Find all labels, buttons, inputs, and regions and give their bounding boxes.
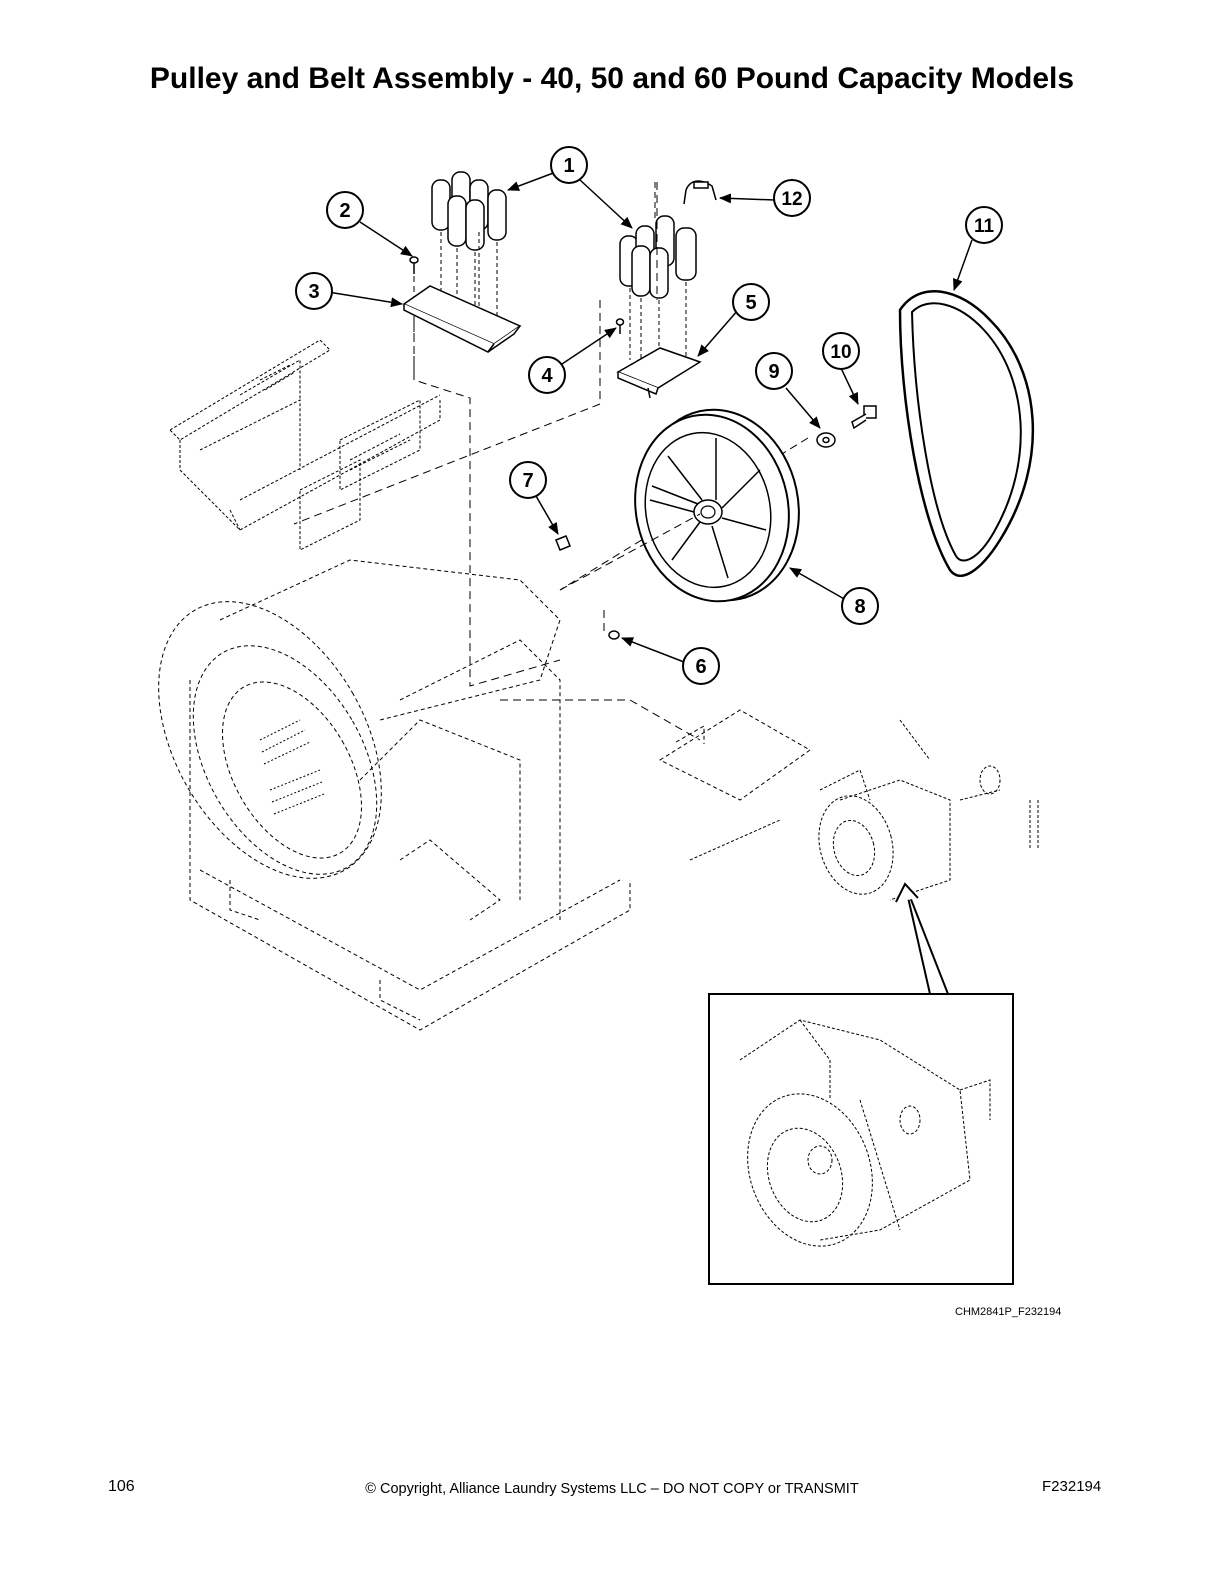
capacitor-bank-left xyxy=(431,171,507,326)
callout-9: 9 xyxy=(755,352,793,390)
motor-mount-plate xyxy=(658,709,811,801)
bracket-part-5 xyxy=(616,347,702,399)
page-title: Pulley and Belt Assembly - 40, 50 and 60… xyxy=(149,62,1075,95)
callout-2-label: 2 xyxy=(339,200,350,222)
callout-10-label: 10 xyxy=(830,342,851,363)
callout-3: 3 xyxy=(295,272,333,310)
control-tray xyxy=(169,339,441,551)
callout-3-label: 3 xyxy=(308,281,319,303)
bolt-part-10 xyxy=(851,405,877,430)
page-number: 106 xyxy=(108,1478,135,1495)
callout-11: 11 xyxy=(965,206,1003,244)
callout-9-label: 9 xyxy=(768,361,779,383)
callout-1: 1 xyxy=(550,146,588,184)
callout-1-label: 1 xyxy=(563,155,574,177)
screw-part-4 xyxy=(615,318,625,334)
callout-11-label: 11 xyxy=(974,216,995,237)
belt-part-11 xyxy=(898,290,1035,577)
callout-8-label: 8 xyxy=(854,596,865,618)
callout-7: 7 xyxy=(509,461,547,499)
machine-frame xyxy=(158,559,631,1031)
callout-12: 12 xyxy=(773,179,811,217)
copyright-notice: © Copyright, Alliance Laundry Systems LL… xyxy=(365,1481,859,1497)
callout-5: 5 xyxy=(732,283,770,321)
nut-part-6 xyxy=(608,630,620,640)
figure-code: CHM2841P_F232194 xyxy=(955,1306,1062,1318)
callout-4: 4 xyxy=(528,356,566,394)
callout-4-label: 4 xyxy=(541,365,553,387)
wire-jumper-part-12 xyxy=(654,180,717,220)
callout-7-label: 7 xyxy=(522,470,533,492)
callout-5-label: 5 xyxy=(745,292,756,314)
motor-detail-inset xyxy=(708,882,1014,1285)
bracket-part-3 xyxy=(402,285,522,353)
pulley-part-8 xyxy=(559,408,800,603)
motor xyxy=(689,719,1039,901)
capacitor-bank-right xyxy=(619,215,697,370)
callout-leaders xyxy=(327,171,973,663)
callout-2: 2 xyxy=(326,191,364,229)
callout-10: 10 xyxy=(822,332,860,370)
callout-12-label: 12 xyxy=(781,189,802,210)
document-code: F232194 xyxy=(1042,1478,1102,1495)
callout-6: 6 xyxy=(682,647,720,685)
key-part-7 xyxy=(555,535,571,551)
callout-8: 8 xyxy=(841,587,879,625)
washer-part-9 xyxy=(816,432,836,448)
callout-6-label: 6 xyxy=(695,656,706,678)
